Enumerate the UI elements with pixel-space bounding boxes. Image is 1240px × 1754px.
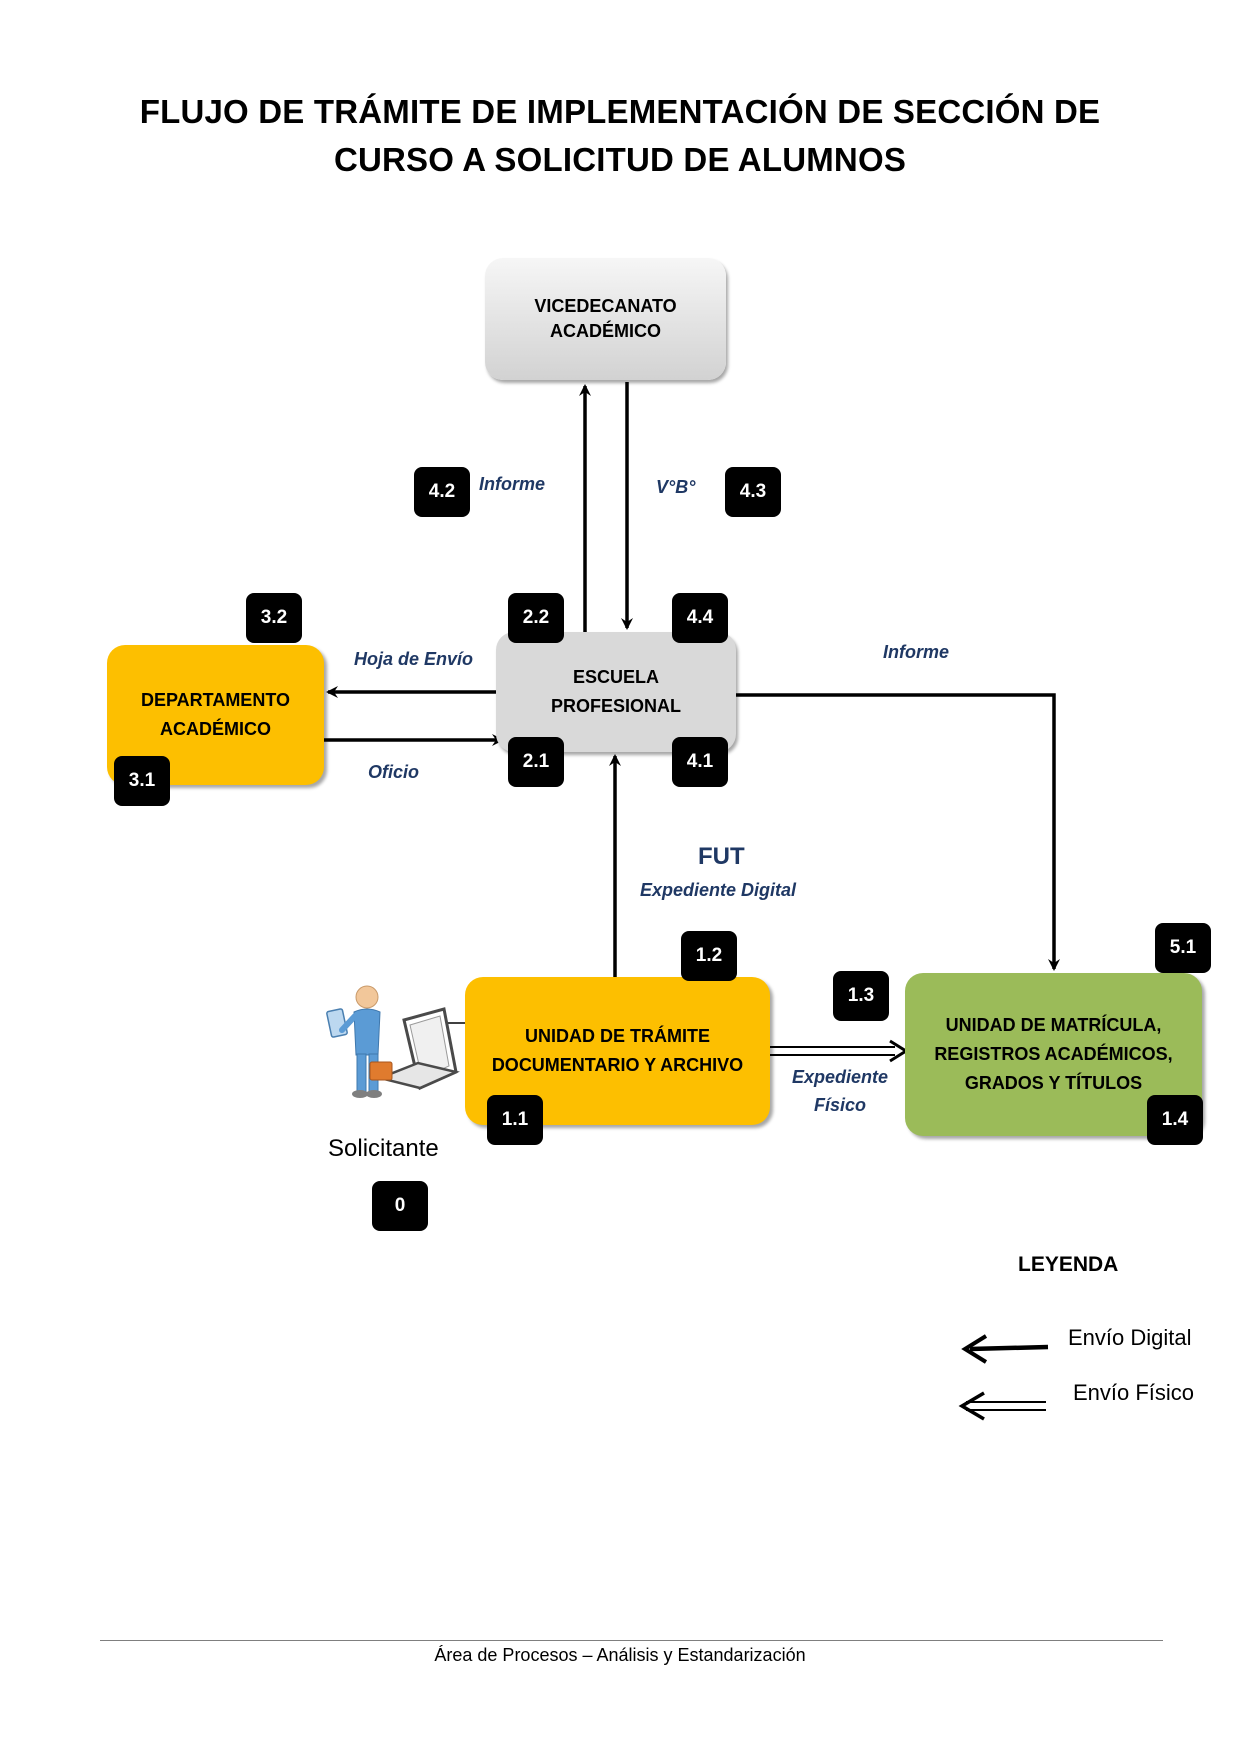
node-unidad-tramite-line-1: UNIDAD DE TRÁMITE	[525, 1026, 710, 1046]
label-expediente-fisico-line-2: Físico	[813, 1095, 866, 1115]
legend-digital-label: Envío Digital	[1068, 1325, 1192, 1350]
step-badge-3-2: 3.2	[246, 593, 302, 643]
footer-text: Área de Procesos – Análisis y Estandariz…	[434, 1645, 806, 1665]
node-vicedecanato: VICEDECANATO ACADÉMICO	[485, 258, 726, 380]
node-unidad-matricula-line-2: REGISTROS ACADÉMICOS,	[934, 1044, 1173, 1064]
step-badge-0: 0	[372, 1181, 428, 1231]
node-escuela: ESCUELA PROFESIONAL	[496, 632, 736, 752]
label-fut: FUT	[698, 843, 745, 870]
label-expediente-fisico: Expediente Físico	[790, 1063, 890, 1119]
footer-divider	[100, 1640, 1163, 1641]
step-badge-4-3: 4.3	[725, 467, 781, 517]
node-escuela-line-1: ESCUELA	[572, 667, 659, 687]
step-badge-2-1: 2.1	[508, 737, 564, 787]
step-badge-4-2: 4.2	[414, 467, 470, 517]
label-informe-matricula: Informe	[883, 642, 950, 662]
title-line-2: CURSO A SOLICITUD DE ALUMNOS	[333, 141, 907, 178]
step-badge-2-2: 2.2	[508, 593, 564, 643]
node-departamento-line-1: DEPARTAMENTO	[140, 690, 290, 710]
label-oficio: Oficio	[368, 762, 420, 782]
page-title: FLUJO DE TRÁMITE DE IMPLEMENTACIÓN DE SE…	[0, 88, 1240, 184]
node-vicedecanato-line-2: ACADÉMICO	[550, 321, 661, 341]
arrow-tramite-to-matricula	[770, 1039, 909, 1063]
label-vb: V°B°	[656, 477, 696, 497]
arrow-escuela-to-matricula	[683, 693, 1060, 971]
solicitante-illustration	[326, 985, 460, 1098]
step-badge-1-2: 1.2	[681, 931, 737, 981]
label-informe-vicedecanato: Informe	[479, 474, 546, 494]
step-badge-1-4: 1.4	[1147, 1095, 1203, 1145]
node-departamento-line-2: ACADÉMICO	[160, 719, 271, 739]
label-expediente-fisico-line-1: Expediente	[791, 1067, 889, 1087]
step-badge-4-4: 4.4	[672, 593, 728, 643]
step-badge-4-1: 4.1	[672, 737, 728, 787]
node-unidad-matricula-line-1: UNIDAD DE MATRÍCULA,	[945, 1015, 1162, 1035]
node-escuela-line-2: PROFESIONAL	[550, 696, 681, 716]
node-unidad-tramite-line-2: DOCUMENTARIO Y ARCHIVO	[491, 1055, 744, 1075]
legend-fisico-arrow	[958, 1391, 1046, 1421]
legend-fisico-label: Envío Físico	[1073, 1380, 1195, 1405]
step-badge-3-1: 3.1	[114, 756, 170, 806]
step-badge-1-1: 1.1	[487, 1095, 543, 1145]
node-unidad-matricula-line-3: GRADOS Y TÍTULOS	[964, 1073, 1143, 1093]
legend-digital-arrow	[961, 1334, 1049, 1364]
actor-solicitante: Solicitante	[328, 1135, 439, 1162]
node-vicedecanato-line-1: VICEDECANATO	[534, 296, 677, 316]
legend-title: LEYENDA	[1018, 1253, 1119, 1276]
step-badge-5-1: 5.1	[1155, 923, 1211, 973]
title-line-1: FLUJO DE TRÁMITE DE IMPLEMENTACIÓN DE SE…	[139, 93, 1101, 130]
label-hoja-envio: Hoja de Envío	[354, 649, 474, 669]
label-expediente-digital: Expediente Digital	[640, 880, 797, 900]
step-badge-1-3: 1.3	[833, 971, 889, 1021]
